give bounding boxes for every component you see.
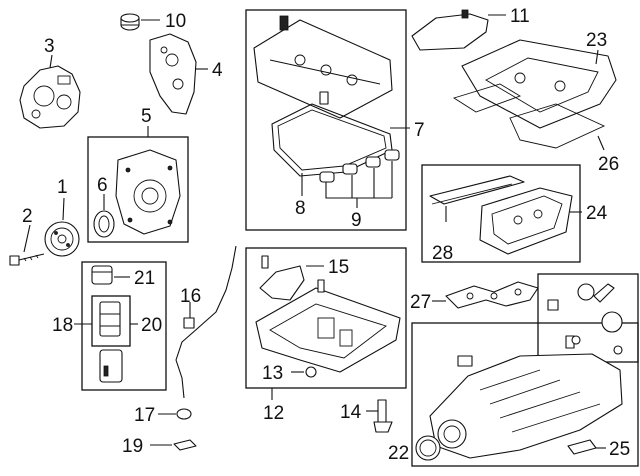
valve-cover-part bbox=[253, 15, 393, 119]
callout-13: 13 bbox=[262, 363, 283, 384]
box-oil-pan-group bbox=[245, 247, 407, 389]
spark-plug-seals-part bbox=[319, 149, 400, 183]
box-intake-manifold-group bbox=[411, 322, 639, 467]
callout-2: 2 bbox=[22, 206, 33, 227]
callout-3: 3 bbox=[44, 36, 55, 57]
callout-23: 23 bbox=[586, 30, 607, 51]
callout-28: 28 bbox=[432, 243, 453, 264]
callout-6: 6 bbox=[97, 175, 108, 196]
dipstick-handle-part bbox=[173, 439, 197, 451]
callout-8: 8 bbox=[295, 198, 306, 219]
dipstick-tube-part bbox=[175, 245, 237, 399]
callout-4: 4 bbox=[212, 60, 223, 81]
water-pump-part bbox=[19, 65, 81, 129]
drain-plug-part bbox=[305, 366, 317, 378]
callout-16: 16 bbox=[180, 286, 201, 307]
dipstick-oring-part bbox=[176, 408, 192, 420]
heat-shield-part bbox=[411, 9, 489, 51]
sensor-seal-part bbox=[567, 439, 597, 455]
plenum-part bbox=[461, 39, 617, 129]
cap-part bbox=[120, 13, 140, 31]
callout-21: 21 bbox=[134, 268, 155, 289]
callout-14: 14 bbox=[340, 402, 362, 423]
callout-25: 25 bbox=[609, 439, 630, 460]
callout-12: 12 bbox=[263, 403, 284, 424]
timing-cover-part bbox=[149, 33, 197, 115]
callout-22: 22 bbox=[388, 443, 409, 464]
cover-seal-part bbox=[429, 175, 525, 205]
throttle-sensors-part bbox=[547, 283, 623, 355]
oil-filter-housing-part bbox=[99, 349, 123, 383]
box-valve-cover-group bbox=[245, 9, 407, 231]
callout-20: 20 bbox=[141, 315, 162, 336]
callout-7: 7 bbox=[414, 120, 425, 141]
callout-19: 19 bbox=[122, 436, 143, 457]
box-oil-filter-element bbox=[91, 295, 131, 347]
sensor-part bbox=[373, 399, 393, 433]
oil-filter-cap-part bbox=[91, 265, 113, 285]
oil-pan-part bbox=[255, 287, 401, 373]
throttle-seal-part bbox=[415, 435, 441, 461]
callout-5: 5 bbox=[141, 106, 152, 127]
oil-pickup-part bbox=[259, 255, 325, 301]
balancer-part bbox=[44, 221, 80, 257]
box-front-cover-group bbox=[87, 136, 189, 243]
callout-24: 24 bbox=[586, 203, 608, 224]
oil-filter-element-part bbox=[99, 301, 121, 337]
callout-15: 15 bbox=[328, 257, 349, 278]
callout-17: 17 bbox=[134, 405, 155, 426]
callout-9: 9 bbox=[351, 210, 362, 231]
callout-27: 27 bbox=[410, 292, 431, 313]
box-intake-cover-group bbox=[421, 164, 581, 263]
intake-cover-part bbox=[479, 187, 573, 255]
intake-gasket-part bbox=[452, 83, 606, 149]
intake-manifold-part bbox=[429, 335, 623, 459]
callout-1: 1 bbox=[57, 177, 68, 198]
box-oil-filter-group bbox=[81, 261, 167, 391]
front-seal-part bbox=[93, 210, 115, 238]
manifold-gasket-part bbox=[445, 281, 539, 309]
bolt-part bbox=[9, 253, 45, 266]
callout-26: 26 bbox=[598, 154, 619, 175]
callout-18: 18 bbox=[52, 315, 73, 336]
callout-11: 11 bbox=[510, 6, 530, 27]
front-cover-part bbox=[115, 149, 181, 235]
callout-10: 10 bbox=[165, 11, 186, 32]
